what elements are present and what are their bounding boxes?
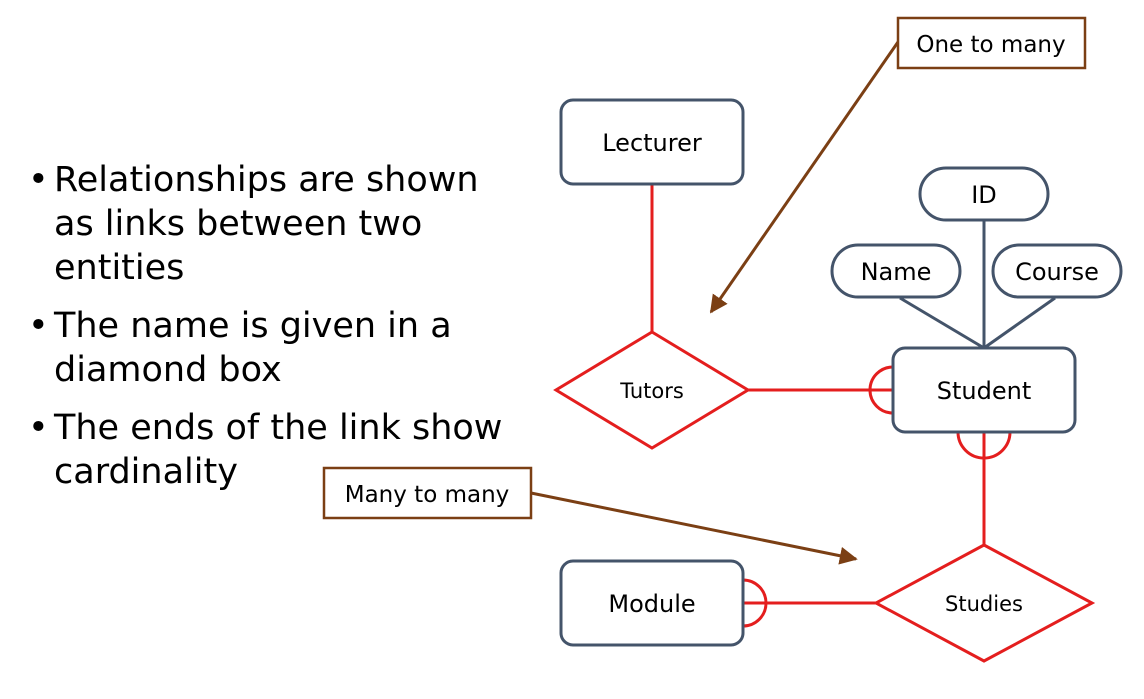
relationship-tutors-label: Tutors	[619, 379, 684, 403]
bullet-text: The name is given in a diamond box	[54, 306, 452, 390]
link-course-student	[983, 296, 1056, 350]
bullet-item: •Relationships are shown as links betwee…	[28, 158, 528, 290]
bullet-item: •The ends of the link show cardinality	[28, 406, 528, 494]
bullet-dot: •	[28, 306, 49, 346]
callout-many-to-many-label: Many to many	[345, 482, 510, 508]
crow-arc-student-tutors	[868, 365, 894, 415]
entity-lecturer-label: Lecturer	[602, 129, 702, 157]
attribute-id-label: ID	[971, 181, 997, 209]
relationship-studies: Studies	[872, 543, 1096, 663]
callout-many-to-many-arrow	[530, 491, 858, 565]
bullet-dot: •	[28, 408, 49, 448]
attribute-course-label: Course	[1015, 258, 1099, 286]
entity-lecturer: Lecturer	[559, 98, 745, 186]
attribute-course: Course	[991, 243, 1123, 299]
entity-module-label: Module	[608, 590, 695, 618]
bullet-list: •Relationships are shown as links betwee…	[28, 158, 528, 508]
callout-one-to-many-arrow	[709, 41, 900, 314]
relationship-studies-label: Studies	[945, 592, 1023, 616]
relationship-tutors: Tutors	[553, 330, 751, 450]
attribute-name-label: Name	[861, 258, 932, 286]
bullet-text: Relationships are shown as links between…	[54, 160, 479, 288]
callout-many-to-many: Many to many	[322, 466, 858, 565]
crow-arc-student-studies	[956, 431, 1012, 460]
callout-one-to-many-label: One to many	[916, 32, 1065, 58]
callout-one-to-many: One to many	[709, 16, 1087, 314]
attribute-links	[899, 220, 1056, 350]
attribute-name: Name	[830, 243, 962, 299]
attribute-id: ID	[918, 166, 1050, 222]
bullet-item: •The name is given in a diamond box	[28, 304, 528, 392]
entity-module: Module	[559, 559, 745, 647]
bullet-dot: •	[28, 160, 49, 200]
relationship-links	[650, 184, 1012, 628]
link-name-student	[899, 296, 985, 350]
crow-arc-module-studies	[742, 578, 768, 628]
bullet-text: The ends of the link show cardinality	[54, 408, 503, 492]
entity-student: Student	[891, 346, 1077, 434]
entity-student-label: Student	[937, 377, 1031, 405]
